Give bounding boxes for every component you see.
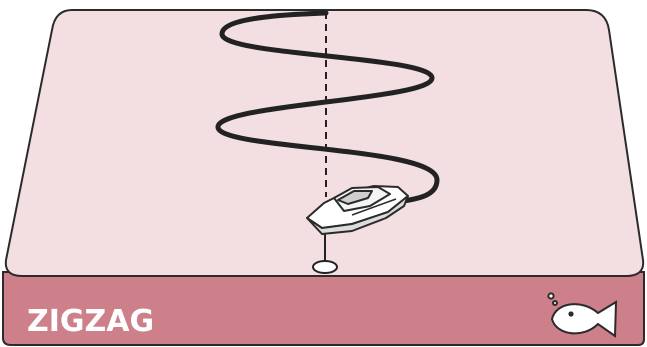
board-top [4,9,645,277]
fish-icon [547,292,618,338]
zigzag-path [215,10,440,207]
boat-icon [306,185,409,235]
page-title: ZIGZAG [27,304,154,339]
start-marker [312,260,338,274]
board-front [2,271,645,346]
